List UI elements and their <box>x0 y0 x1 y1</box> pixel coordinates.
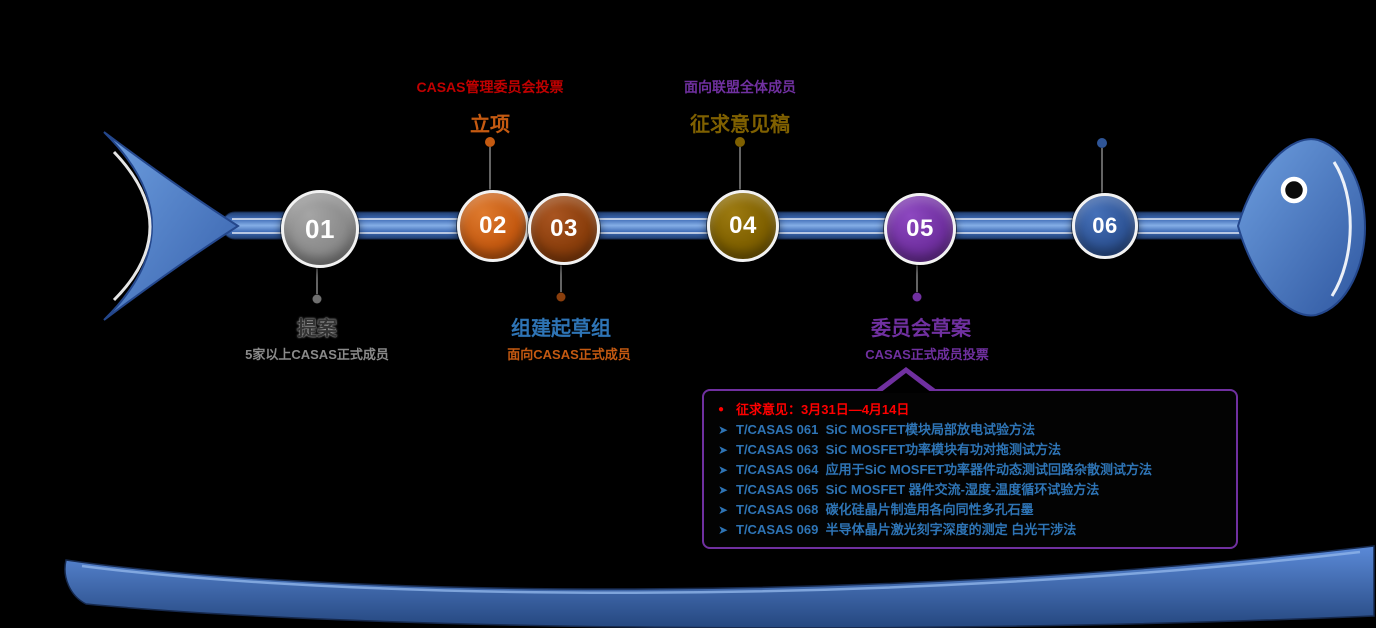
callout-item-text: T/CASAS 068 碳化硅晶片制造用各向同性多孔石墨 <box>736 502 1034 517</box>
milestone-circle-03: 03 <box>528 193 600 265</box>
milestone-number: 01 <box>305 213 335 244</box>
node03-bottom-title: 组建起草组 <box>511 318 611 340</box>
node04-top-note: 面向联盟全体成员 <box>684 79 796 95</box>
milestone-dot-02 <box>485 137 495 147</box>
milestone-dot-06 <box>1097 138 1107 148</box>
callout-item-text: T/CASAS 069 半导体晶片激光刻字深度的测定 白光干涉法 <box>736 522 1077 537</box>
arrow-bullet-icon: ➤ <box>718 503 729 517</box>
callout-item-text: T/CASAS 064 应用于SiC MOSFET功率器件动态测试回路杂散测试方… <box>736 462 1153 477</box>
milestone-circle-02: 02 <box>457 190 529 262</box>
callout-item-row: ➤ T/CASAS 065 SiC MOSFET 器件交流-湿度-温度循环试验方… <box>718 480 1222 500</box>
node02-top-note: CASAS管理委员会投票 <box>416 79 564 95</box>
arrow-bullet-icon: ➤ <box>718 423 729 437</box>
milestone-number: 06 <box>1092 213 1118 238</box>
bottom-wave-highlight <box>81 550 1361 594</box>
milestone-dot-03 <box>556 292 566 302</box>
callout-item-text: T/CASAS 065 SiC MOSFET 器件交流-湿度-温度循环试验方法 <box>736 482 1100 497</box>
fish-head-highlight <box>1330 161 1352 297</box>
bottom-wave <box>64 545 1375 628</box>
fish-tail-shape <box>103 131 240 321</box>
milestone-circle-04: 04 <box>707 190 779 262</box>
node01-bottom-subtitle: 5家以上CASAS正式成员 <box>245 347 389 362</box>
node02-top-title: 立项 <box>470 114 510 136</box>
fish-eye <box>1280 176 1308 204</box>
node03-bottom-subtitle: 面向CASAS正式成员 <box>507 347 631 362</box>
milestone-number: 04 <box>729 212 757 239</box>
callout-pointer-fill <box>880 373 932 393</box>
callout-item-row: ➤ T/CASAS 063 SiC MOSFET功率模块有功对拖测试方法 <box>718 440 1222 460</box>
node04-top-title: 征求意见稿 <box>690 114 790 136</box>
milestone-dot-05 <box>912 292 922 302</box>
arrow-bullet-icon: ➤ <box>718 443 729 457</box>
node05-bottom-title: 委员会草案 <box>871 318 971 340</box>
arrow-bullet-icon: ➤ <box>718 483 729 497</box>
node01-bottom-title: 提案 <box>297 318 337 340</box>
milestone-circle-01: 01 <box>281 190 359 268</box>
callout-item-text: T/CASAS 061 SiC MOSFET模块局部放电试验方法 <box>736 422 1036 437</box>
fish-tail-highlight <box>112 150 152 302</box>
arrow-bullet-icon: ➤ <box>718 463 729 477</box>
callout-item-row: ➤ T/CASAS 069 半导体晶片激光刻字深度的测定 白光干涉法 <box>718 520 1222 540</box>
comment-period-callout: ● 征求意见：3月31日—4月14日 ➤ T/CASAS 061 SiC MOS… <box>702 389 1238 549</box>
milestone-dot-04 <box>735 137 745 147</box>
arrow-bullet-icon: ➤ <box>718 523 729 537</box>
callout-item-row: ➤ T/CASAS 064 应用于SiC MOSFET功率器件动态测试回路杂散测… <box>718 460 1222 480</box>
callout-header-row: ● 征求意见：3月31日—4月14日 <box>718 400 1222 420</box>
fish-head-shape <box>1236 138 1367 317</box>
callout-header-text: 征求意见：3月31日—4月14日 <box>736 402 910 417</box>
milestone-number: 05 <box>906 215 934 242</box>
milestone-number: 03 <box>550 215 578 242</box>
milestone-circle-05: 05 <box>884 193 956 265</box>
callout-item-row: ➤ T/CASAS 061 SiC MOSFET模块局部放电试验方法 <box>718 420 1222 440</box>
bullet-dot-icon: ● <box>718 404 725 415</box>
callout-item-text: T/CASAS 063 SiC MOSFET功率模块有功对拖测试方法 <box>736 442 1062 457</box>
milestone-circle-06: 06 <box>1072 193 1138 259</box>
milestone-number: 02 <box>479 212 507 239</box>
node05-bottom-subtitle: CASAS正式成员投票 <box>865 347 989 362</box>
milestone-dot-01 <box>312 294 322 304</box>
callout-item-row: ➤ T/CASAS 068 碳化硅晶片制造用各向同性多孔石墨 <box>718 500 1222 520</box>
